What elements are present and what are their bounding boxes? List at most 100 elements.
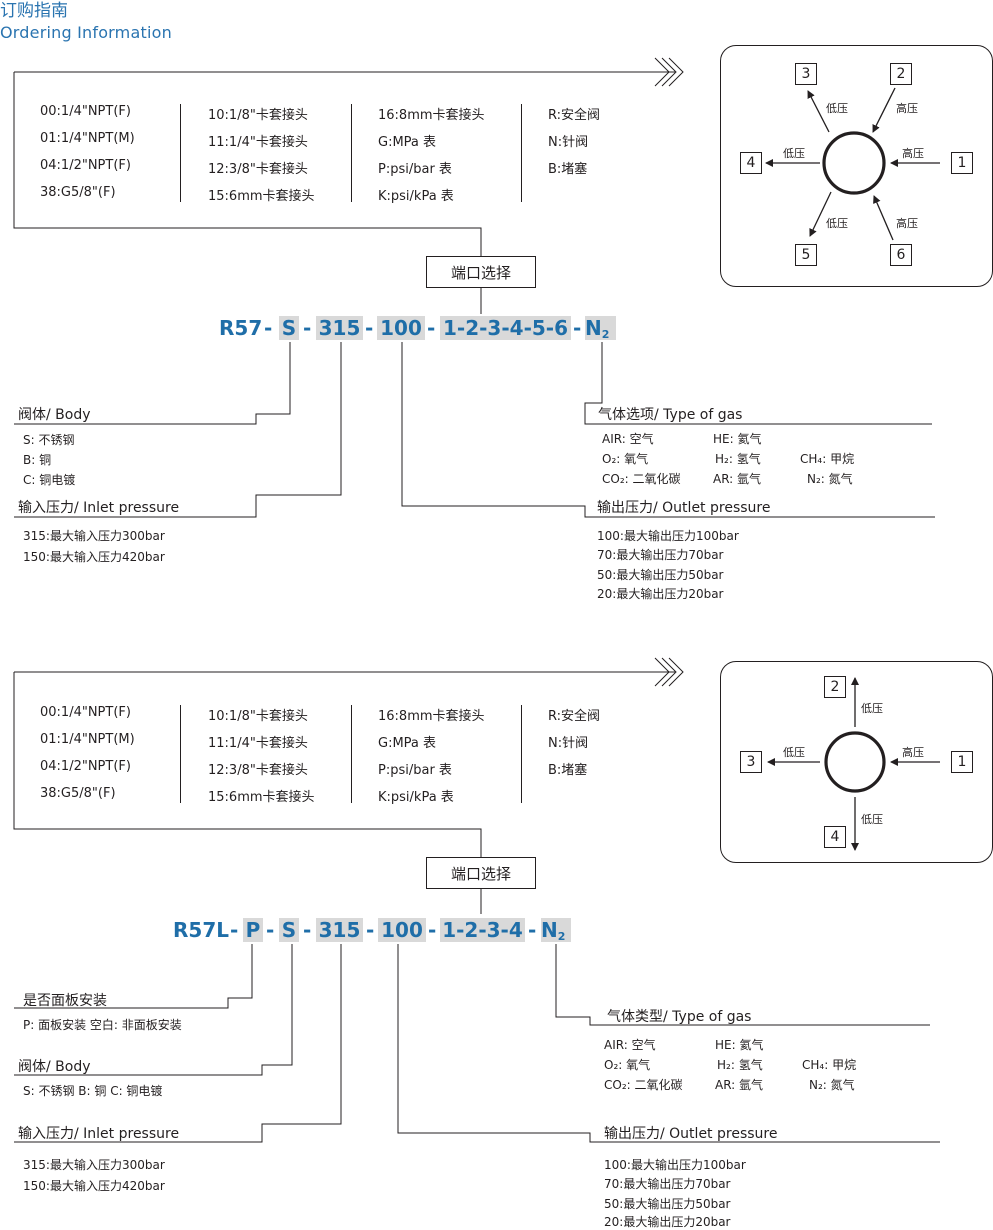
gas-option: N₂: 氮气 xyxy=(809,1078,855,1092)
gas-option: N₂: 氮气 xyxy=(807,472,853,486)
outlet-title: 输出压力/ Outlet pressure xyxy=(604,1126,778,1142)
gas-option: O₂: 氧气 xyxy=(604,1058,651,1072)
port-number: 2 xyxy=(824,676,846,698)
column-divider xyxy=(180,104,181,202)
low-pressure-label: 低压 xyxy=(861,702,883,715)
body-option: S: 不锈钢 B: 铜 C: 铜电镀 xyxy=(23,1084,163,1098)
option-port: 00:1/4"NPT(F) xyxy=(40,705,131,720)
option-port: 38:G5/8"(F) xyxy=(40,185,116,200)
outlet-option: 20:最大输出压力20bar xyxy=(597,587,724,601)
option-valve: N:针阀 xyxy=(548,736,589,751)
code-outlet: 100 xyxy=(378,918,426,942)
option-gauge: 16:8mm卡套接头 xyxy=(378,108,485,123)
gas-option: AR: 氩气 xyxy=(713,472,762,486)
panel-option: P: 面板安装 空白: 非面板安装 xyxy=(23,1018,182,1032)
body-option: S: 不锈钢 xyxy=(23,433,75,447)
port-number: 2 xyxy=(890,63,912,85)
code-inlet: 315 xyxy=(316,918,363,942)
option-fitting: 10:1/8"卡套接头 xyxy=(208,108,308,123)
option-fitting: 15:6mm卡套接头 xyxy=(208,790,315,805)
low-pressure-label: 低压 xyxy=(783,147,805,160)
code-panel: P xyxy=(243,918,263,942)
port-select-box: 端口选择 xyxy=(426,256,536,288)
option-valve: B:堵塞 xyxy=(548,763,588,778)
option-fitting: 10:1/8"卡套接头 xyxy=(208,709,308,724)
inlet-title: 输入压力/ Inlet pressure xyxy=(18,1126,180,1142)
outlet-option: 50:最大输出压力50bar xyxy=(597,568,724,582)
code-sep: - xyxy=(264,316,273,340)
option-port: 01:1/4"NPT(M) xyxy=(40,131,135,146)
column-divider xyxy=(521,104,522,202)
port-number: 6 xyxy=(890,244,912,266)
outlet-title: 输出压力/ Outlet pressure xyxy=(597,500,771,516)
gas-option: H₂: 氢气 xyxy=(717,1058,763,1072)
port-number: 4 xyxy=(740,152,762,174)
code-body: S xyxy=(279,918,299,942)
inlet-option: 315:最大输入压力300bar xyxy=(23,1158,165,1172)
option-port: 38:G5/8"(F) xyxy=(40,786,116,801)
high-pressure-label: 高压 xyxy=(896,102,918,115)
code-sep: - xyxy=(528,918,537,942)
option-port: 04:1/2"NPT(F) xyxy=(40,158,131,173)
inlet-option: 150:最大输入压力420bar xyxy=(23,1179,165,1193)
port-number: 1 xyxy=(951,751,973,773)
port-number: 1 xyxy=(951,152,973,174)
option-fitting: 12:3/8"卡套接头 xyxy=(208,162,308,177)
gas-option: HE: 氦气 xyxy=(715,1038,764,1052)
option-port: 01:1/4"NPT(M) xyxy=(40,732,135,747)
low-pressure-label: 低压 xyxy=(826,217,848,230)
model-code-1: R57 - S - 315 - 100 - 1-2-3-4-5-6 - N2 xyxy=(0,316,993,342)
column-divider xyxy=(521,705,522,803)
code-sep: - xyxy=(303,918,312,942)
option-fitting: 12:3/8"卡套接头 xyxy=(208,763,308,778)
option-fitting: 15:6mm卡套接头 xyxy=(208,189,315,204)
code-gas: N2 xyxy=(585,316,616,341)
gas-option: CH₄: 甲烷 xyxy=(800,452,855,466)
gas-option: AIR: 空气 xyxy=(602,432,654,446)
option-port: 00:1/4"NPT(F) xyxy=(40,104,131,119)
low-pressure-label: 低压 xyxy=(861,813,883,826)
inlet-option: 150:最大输入压力420bar xyxy=(23,550,165,564)
low-pressure-label: 低压 xyxy=(826,102,848,115)
outlet-option: 100:最大输出压力100bar xyxy=(604,1158,746,1172)
body-option: C: 铜电镀 xyxy=(23,473,76,487)
panel-title: 是否面板安装 xyxy=(23,993,107,1009)
column-divider xyxy=(351,705,352,803)
code-outlet: 100 xyxy=(377,316,425,340)
option-gauge: P:psi/bar 表 xyxy=(378,162,452,177)
option-valve: N:针阀 xyxy=(548,135,589,150)
option-gauge: K:psi/kPa 表 xyxy=(378,790,454,805)
code-prefix: R57 xyxy=(219,316,263,340)
gas-option: H₂: 氢气 xyxy=(715,452,761,466)
port-number: 3 xyxy=(795,63,817,85)
body-title: 阀体/ Body xyxy=(18,407,91,423)
code-ports: 1-2-3-4-5-6 xyxy=(440,316,571,340)
port-diagram-4 xyxy=(720,661,993,863)
body-option: B: 铜 xyxy=(23,453,52,467)
high-pressure-label: 高压 xyxy=(902,147,924,160)
gas-title: 气体选项/ Type of gas xyxy=(598,407,743,423)
port-select-box: 端口选择 xyxy=(426,857,536,889)
option-gauge: K:psi/kPa 表 xyxy=(378,189,454,204)
option-gauge: 16:8mm卡套接头 xyxy=(378,709,485,724)
inlet-option: 315:最大输入压力300bar xyxy=(23,529,165,543)
option-fitting: 11:1/4"卡套接头 xyxy=(208,135,308,150)
gas-option: CH₄: 甲烷 xyxy=(802,1058,857,1072)
high-pressure-label: 高压 xyxy=(902,746,924,759)
outlet-option: 100:最大输出压力100bar xyxy=(597,529,739,543)
body-title: 阀体/ Body xyxy=(18,1059,91,1075)
port-number: 4 xyxy=(824,826,846,848)
code-sep: - xyxy=(230,918,239,942)
option-port: 04:1/2"NPT(F) xyxy=(40,759,131,774)
gas-option: AR: 氩气 xyxy=(715,1078,764,1092)
gas-option: AIR: 空气 xyxy=(604,1038,656,1052)
gas-option: HE: 氦气 xyxy=(713,432,762,446)
port-number: 3 xyxy=(740,751,762,773)
page-title-cn: 订购指南 xyxy=(0,1,68,21)
code-sep: - xyxy=(266,918,275,942)
high-pressure-label: 高压 xyxy=(896,217,918,230)
code-inlet: 315 xyxy=(316,316,363,340)
port-number: 5 xyxy=(795,244,817,266)
